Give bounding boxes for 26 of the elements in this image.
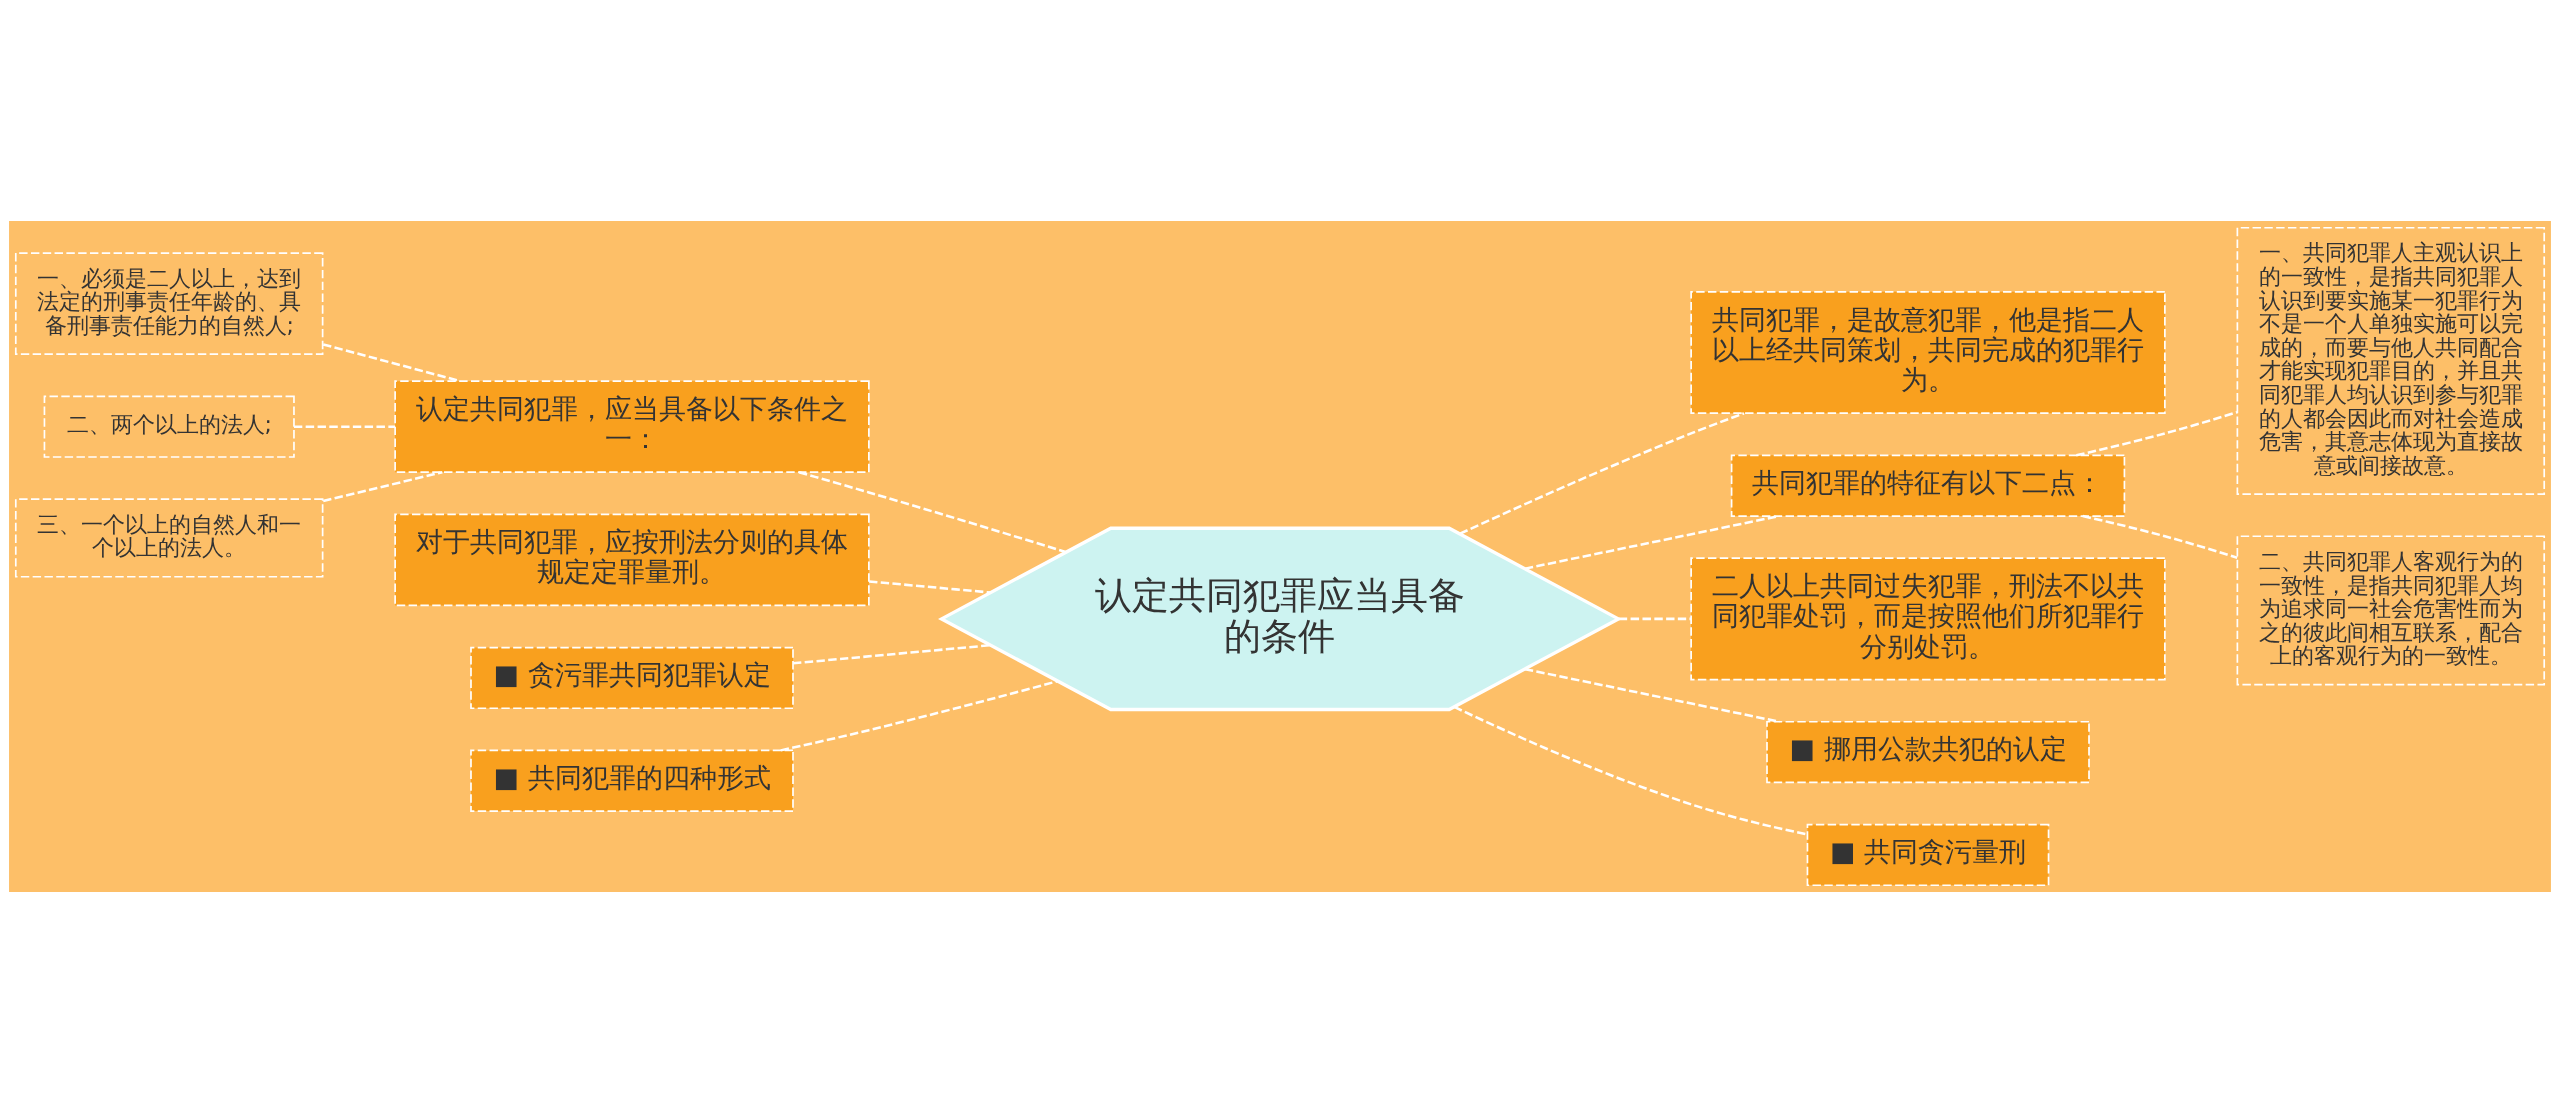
node-box: 三、一个以上的自然人和一个以上的法人。 [14, 498, 324, 578]
connector [2082, 514, 2238, 559]
node-box: 二、共同犯罪人客观行为的一致性，是指共同犯罪人均为追求同一社会危害性而为之的彼此间相互联系，配合上的客观行为的一致性。 [2236, 535, 2546, 686]
connector [2076, 411, 2238, 457]
node-box: 二人以上共同过失犯罪，刑法不以共同犯罪处罚，而是按照他们所犯罪行分别处罚。 [1690, 557, 2166, 681]
node-box: ■ 贪污罪共同犯罪认定 [470, 646, 794, 710]
connector [294, 425, 396, 428]
node-box: 二、两个以上的法人; [43, 395, 295, 458]
node-box: 认定共同犯罪，应当具备以下条件之一： [394, 380, 870, 474]
connector [322, 470, 443, 503]
connector [780, 680, 1058, 752]
connector [1453, 705, 1808, 836]
node-box: 一、必须是二人以上，达到法定的刑事责任年龄的、具备刑事责任能力的自然人; [14, 252, 324, 356]
connector [792, 644, 991, 665]
connector [798, 471, 1066, 554]
node-box: ■ 共同犯罪的四种形式 [470, 749, 794, 812]
node-box: 共同犯罪的特征有以下二点： [1730, 454, 2126, 517]
connector [1618, 617, 1691, 621]
node-box: 共同犯罪，是故意犯罪，他是指二人以上经共同策划，共同完成的犯罪行为。 [1690, 290, 2166, 415]
node-box: ■ 共同贪污量刑 [1806, 823, 2050, 887]
connector [1459, 412, 1745, 535]
node-box: 一、共同犯罪人主观认识上的一致性，是指共同犯罪人认识到要实施某一犯罪行为不是一个人单独实施可以完成的，而要与他人共同配合才能实现犯罪目的，并且共同犯罪人均认识到参与犯罪的人都会因此而对社会造成危害，其意志体现为直接故意或间接故意。 [2236, 226, 2546, 495]
connector [869, 580, 991, 594]
connector [1524, 667, 1780, 723]
node-box: ■ 挪用公款共犯的认定 [1766, 720, 2090, 784]
node-box: 对于共同犯罪，应按刑法分则的具体规定定罪量刑。 [394, 513, 870, 607]
